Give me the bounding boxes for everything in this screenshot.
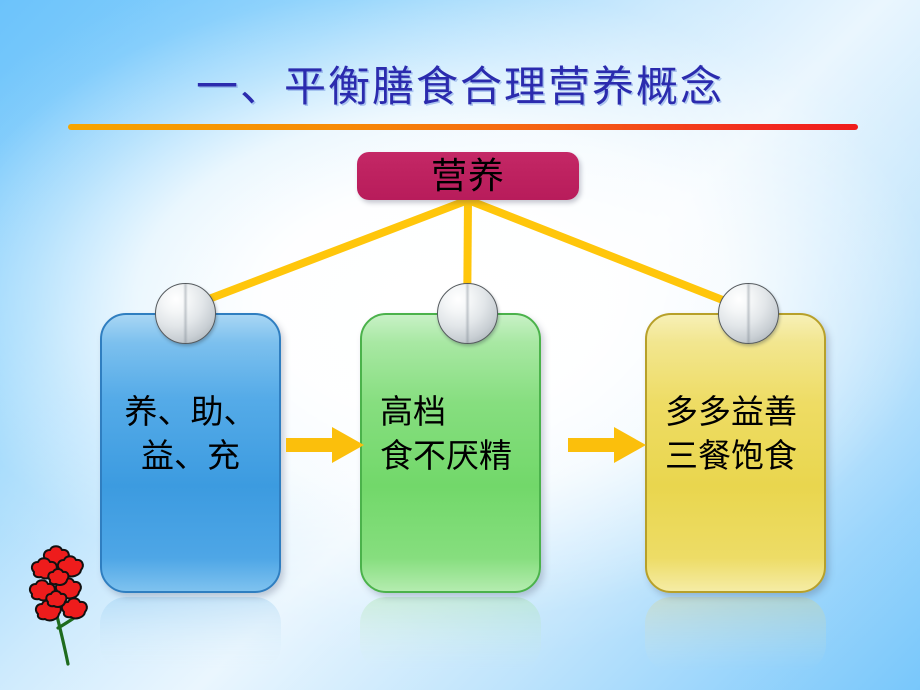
diagram-node-yellow[interactable]: 多多益善 三餐饱食	[645, 313, 826, 593]
reflection-blue-box	[100, 597, 281, 671]
chrome-sphere-icon-yellow	[718, 283, 779, 344]
reflection-yellow-box	[645, 597, 826, 671]
diagram-root-label: 营养	[430, 156, 505, 196]
page-title: 一、平衡膳食合理营养概念	[195, 65, 724, 111]
title-divider-rule	[68, 124, 858, 130]
chrome-sphere-icon-blue	[155, 283, 216, 344]
diagram-node-green[interactable]: 高档 食不厌精	[360, 313, 541, 593]
flower-icon	[28, 545, 88, 666]
diagram-root-node[interactable]: 营养	[357, 152, 579, 200]
reflection-green-box	[360, 597, 541, 671]
chrome-sphere-icon-green	[437, 283, 498, 344]
diagram-node-green-label: 高档 食不厌精	[380, 395, 512, 475]
arrow-icon-green-to-yellow	[568, 427, 646, 463]
arrow-icon-blue-to-green	[286, 427, 364, 463]
diagram-node-yellow-label: 多多益善 三餐饱食	[665, 395, 797, 475]
diagram-node-blue[interactable]: 养、助、 益、充	[100, 313, 281, 593]
diagram-node-blue-label: 养、助、 益、充	[124, 395, 257, 475]
